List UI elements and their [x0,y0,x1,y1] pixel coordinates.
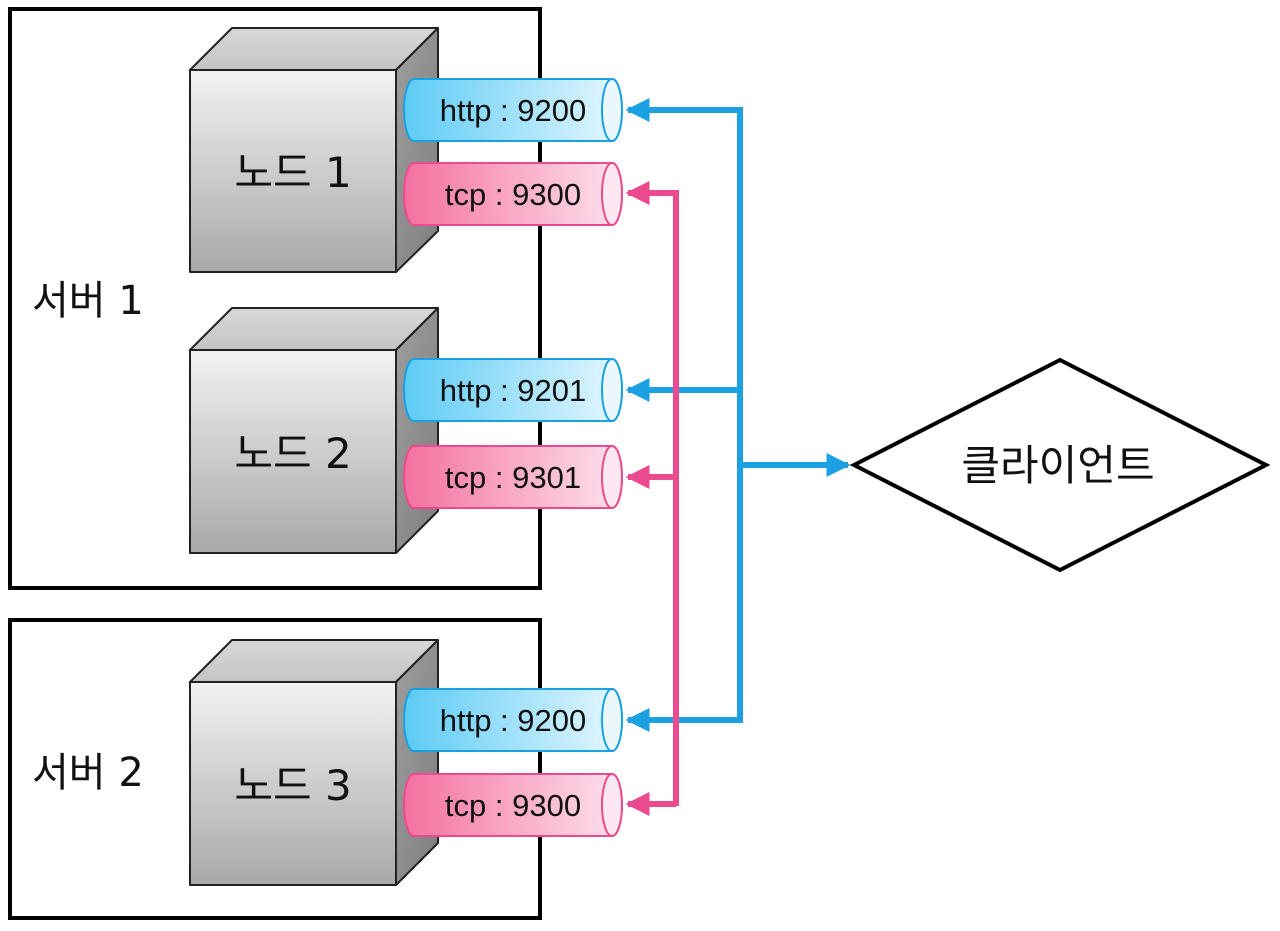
node-1-cube-top [189,27,439,71]
port-node-2-http-cap [601,358,623,422]
node-2-cube-side [395,307,439,554]
client: 클라이언트 [849,357,1271,573]
port-node-1-http: http : 9200 [403,78,623,142]
node-1-label: 노드 1 [234,148,351,197]
port-node-2-tcp: tcp : 9301 [403,445,623,509]
tcp-line-node-1 [625,181,679,806]
server-2-label: 서버 2 [32,750,144,796]
node-3-cube-front [189,681,397,886]
port-node-1-http-cap [601,78,623,142]
node-2-cube-front [189,349,397,554]
port-node-2-tcp-cap [601,445,623,509]
port-node-3-tcp-cap [601,773,623,837]
node-1-cube-side [395,27,439,273]
port-node-1-tcp-cap [601,162,623,226]
http-line-node-3 [625,468,743,732]
port-node-1-tcp: tcp : 9300 [403,162,623,226]
node-2: 노드 2 [189,307,439,554]
node-1-cube-front [189,69,397,273]
port-node-1-http-label: http : 9200 [440,93,587,128]
port-node-2-http-label: http : 9201 [440,373,587,408]
client-diamond [849,357,1271,573]
node-3-cube-side [395,639,439,886]
server-1-label: 서버 1 [32,278,144,324]
tcp-connections [625,181,679,816]
node-3-label: 노드 3 [234,761,351,810]
http-line-node-1 [625,98,743,468]
port-node-3-http: http : 9200 [403,688,623,752]
port-node-2-http: http : 9201 [403,358,623,422]
node-1: 노드 1 [189,27,439,273]
port-node-3-tcp-label: tcp : 9300 [445,788,581,823]
port-node-2-tcp-label: tcp : 9301 [445,460,581,495]
node-3-cube-top [189,639,439,683]
node-2-label: 노드 2 [234,429,351,478]
node-3: 노드 3 [189,639,439,886]
port-node-1-tcp-label: tcp : 9300 [445,177,581,212]
node-2-cube-top [189,307,439,351]
http-connections [625,98,851,732]
client-label: 클라이언트 [961,441,1154,490]
port-node-3-http-label: http : 9200 [440,703,587,738]
port-node-3-tcp: tcp : 9300 [403,773,623,837]
port-node-3-http-cap [601,688,623,752]
